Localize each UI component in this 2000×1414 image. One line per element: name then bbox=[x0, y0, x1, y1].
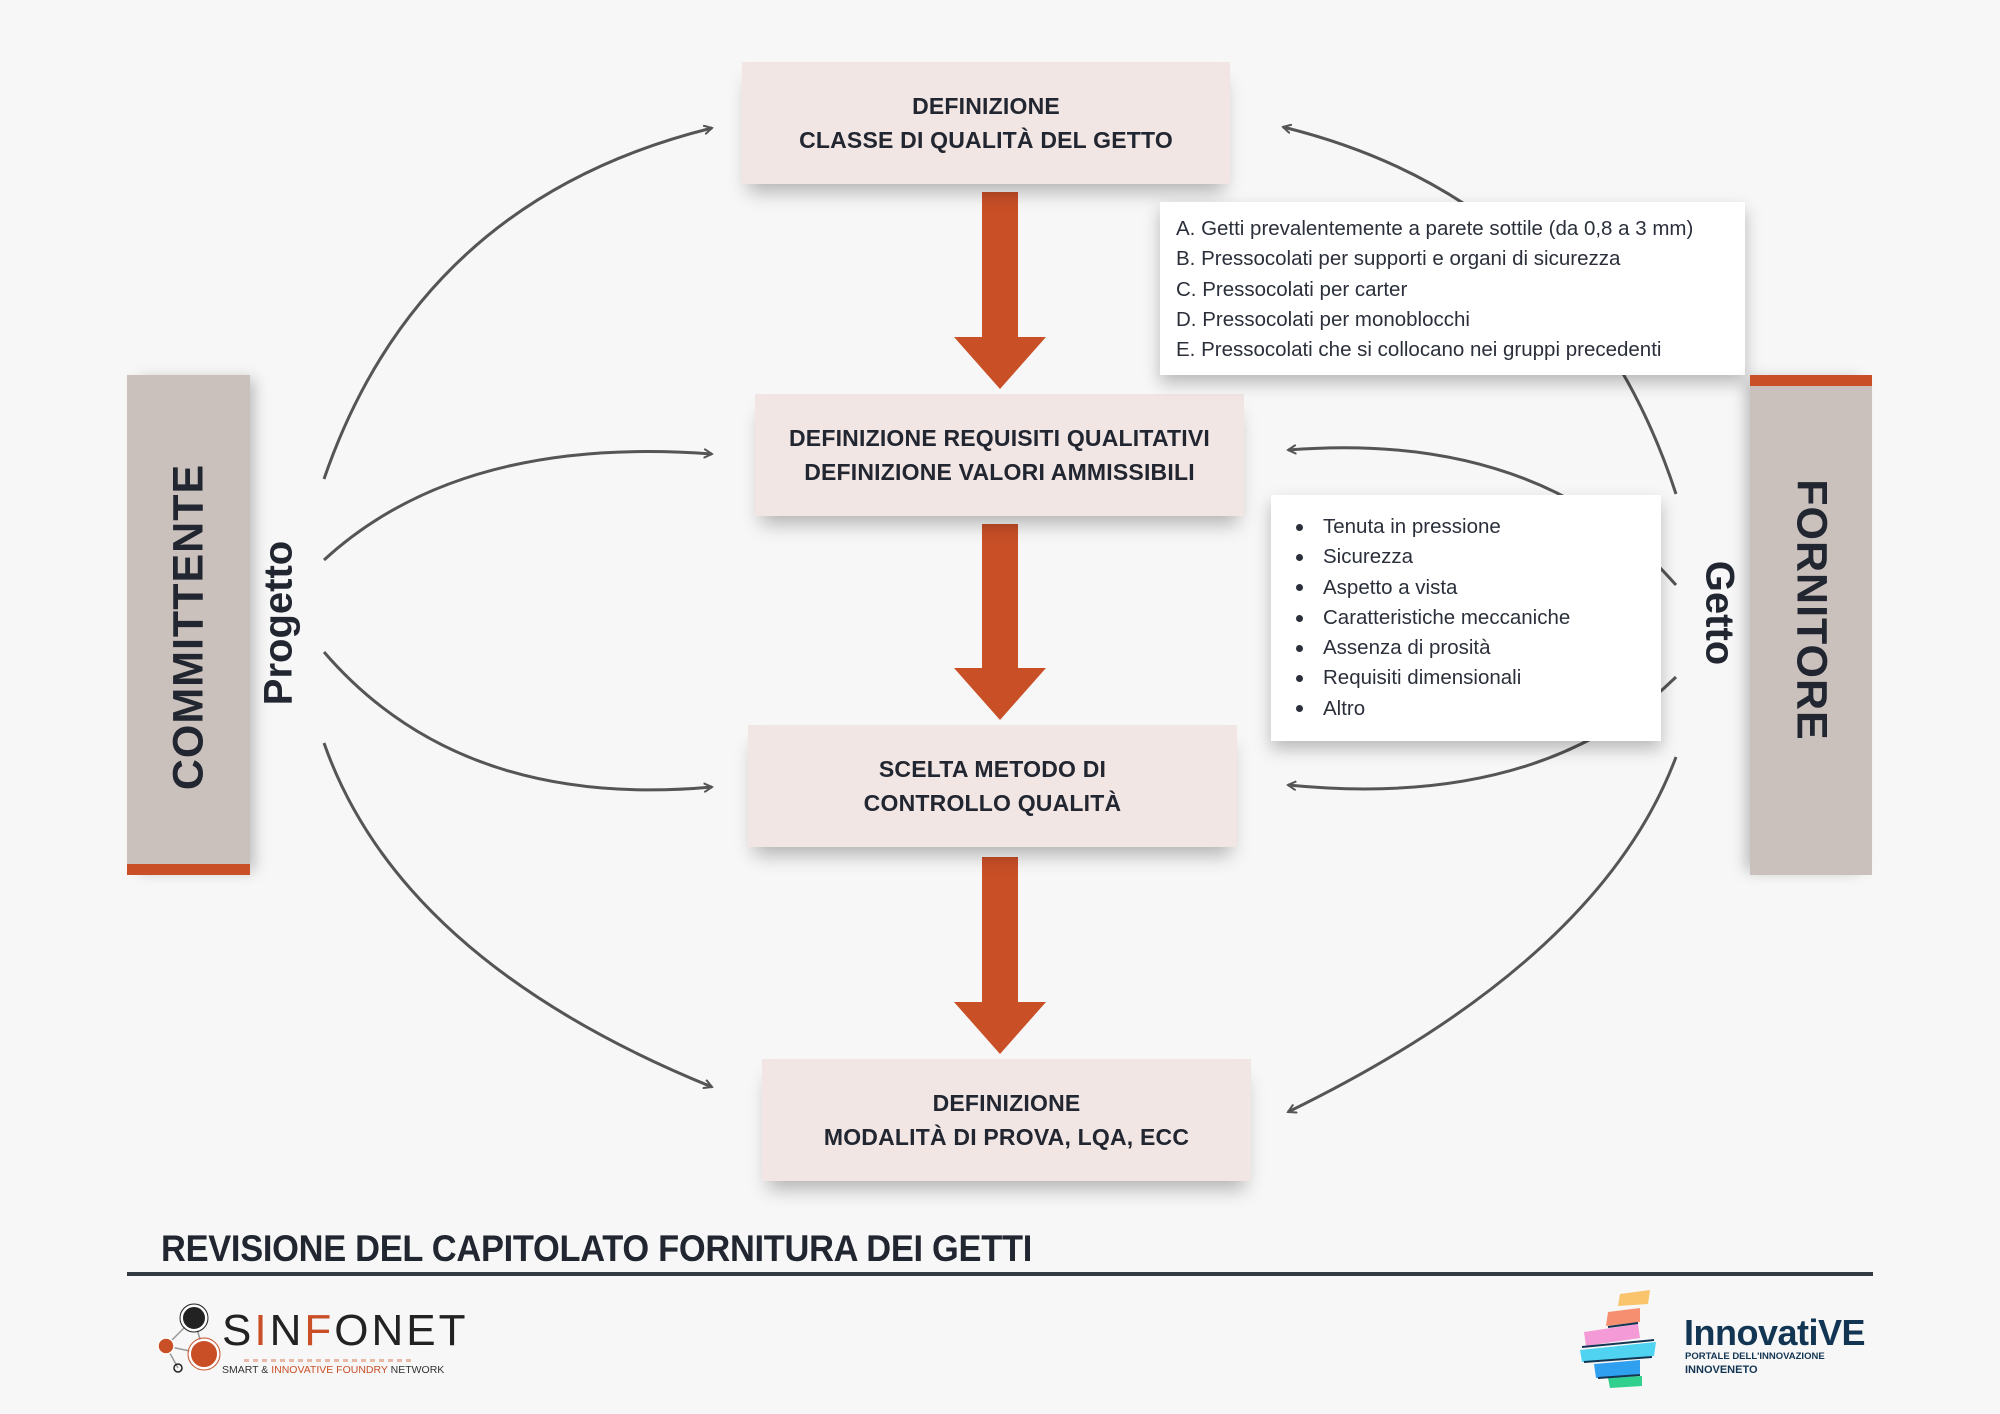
flow-arrow-1 bbox=[954, 192, 1046, 389]
committente-bar bbox=[127, 375, 250, 875]
step-text-line: DEFINIZIONE REQUISITI QUALITATIVI bbox=[788, 425, 1211, 451]
step-box-test-modes: DEFINIZIONE MODALITÀ DI PROVA, LQA, ECC bbox=[762, 1059, 1251, 1181]
flow-arrow-3 bbox=[954, 857, 1046, 1054]
step-box-quality-class: DEFINIZIONE CLASSE DI QUALITÀ DEL GETTO bbox=[742, 62, 1230, 184]
requirement-item: Tenuta in pressione bbox=[1293, 512, 1661, 542]
quality-class-item: A. Getti prevalentemente a parete sottil… bbox=[1176, 217, 1694, 240]
innovative-subtitle2: INNOVENETO bbox=[1685, 1364, 1758, 1376]
requirement-item: Requisiti dimensionali bbox=[1293, 663, 1661, 693]
getto-label: Getto bbox=[1697, 560, 1742, 666]
sinfonet-dots bbox=[244, 1359, 414, 1362]
innovative-ribbon-icon bbox=[1580, 1290, 1656, 1388]
bullet-icon bbox=[1296, 523, 1303, 531]
requirement-item: Aspetto a vista bbox=[1293, 573, 1661, 603]
committente-accent bbox=[127, 864, 250, 875]
step-box-control-method: SCELTA METODO DI CONTROLLO QUALITÀ bbox=[748, 725, 1237, 847]
sinfonet-wordmark: SINFONET bbox=[222, 1306, 469, 1355]
bullet-icon bbox=[1296, 705, 1303, 713]
step-text-line: DEFINIZIONE bbox=[912, 93, 1060, 119]
innovative-wordmark: InnovatiVE bbox=[1684, 1312, 1866, 1353]
connector-left-step3 bbox=[322, 651, 712, 790]
step-text-line: CONTROLLO QUALITÀ bbox=[863, 790, 1122, 816]
requirement-item: Sicurezza bbox=[1293, 542, 1661, 572]
quality-class-item: B. Pressocolati per supporti e organi di… bbox=[1176, 247, 1621, 271]
requirement-item: Caratteristiche meccaniche bbox=[1293, 603, 1661, 633]
connector-left-step2 bbox=[322, 451, 712, 562]
fornitore-label: FORNITORE bbox=[1787, 479, 1836, 741]
page-title: REVISIONE DEL CAPITOLATO FORNITURA DEI G… bbox=[161, 1228, 1032, 1269]
bullet-icon bbox=[1296, 553, 1303, 561]
flow-arrow-2 bbox=[954, 524, 1046, 720]
connector-left-step1 bbox=[322, 128, 712, 480]
quality-class-item: D. Pressocolati per monoblocchi bbox=[1176, 307, 1470, 331]
committente-label: COMMITTENTE bbox=[164, 463, 213, 791]
connector-right-step4 bbox=[1288, 756, 1678, 1112]
bullet-icon bbox=[1296, 584, 1303, 592]
bullet-icon bbox=[1296, 675, 1303, 683]
innovative-logo: InnovatiVE PORTALE DELL'INNOVAZIONE INNO… bbox=[1578, 1290, 1878, 1388]
bullet-icon bbox=[1296, 614, 1303, 622]
requirements-note: Tenuta in pressione Sicurezza Aspetto a … bbox=[1271, 495, 1661, 741]
fornitore-accent bbox=[1750, 375, 1872, 386]
progetto-label: Progetto bbox=[256, 540, 301, 706]
quality-class-item: C. Pressocolati per carter bbox=[1176, 277, 1408, 301]
step-text-line: SCELTA METODO DI bbox=[878, 756, 1107, 782]
connector-left-step4 bbox=[322, 742, 712, 1087]
step-text-line: DEFINIZIONE VALORI AMMISSIBILI bbox=[804, 459, 1195, 485]
sinfonet-tagline: SMART & INNOVATIVE FOUNDRY NETWORK bbox=[222, 1364, 445, 1376]
requirement-item: Assenza di prosità bbox=[1293, 633, 1661, 663]
sinfonet-molecule-icon bbox=[157, 1303, 221, 1373]
quality-class-item: E. Pressocolati che si collocano nei gru… bbox=[1176, 338, 1662, 362]
title-divider bbox=[127, 1272, 1873, 1276]
step-box-requirements: DEFINIZIONE REQUISITI QUALITATIVI DEFINI… bbox=[755, 394, 1244, 516]
innovative-subtitle: PORTALE DELL'INNOVAZIONE bbox=[1685, 1351, 1825, 1362]
step-text-line: MODALITÀ DI PROVA, LQA, ECC bbox=[823, 1124, 1190, 1150]
step-text-line: CLASSE DI QUALITÀ DEL GETTO bbox=[799, 127, 1173, 153]
quality-classes-note: A. Getti prevalentemente a parete sottil… bbox=[1160, 202, 1745, 375]
step-text-line: DEFINIZIONE bbox=[932, 1090, 1081, 1116]
requirement-item: Altro bbox=[1293, 694, 1661, 724]
fornitore-bar bbox=[1750, 375, 1872, 875]
bullet-icon bbox=[1296, 644, 1303, 652]
sinfonet-logo: SINFONET SMART & INNOVATIVE FOUNDRY NETW… bbox=[152, 1300, 466, 1376]
